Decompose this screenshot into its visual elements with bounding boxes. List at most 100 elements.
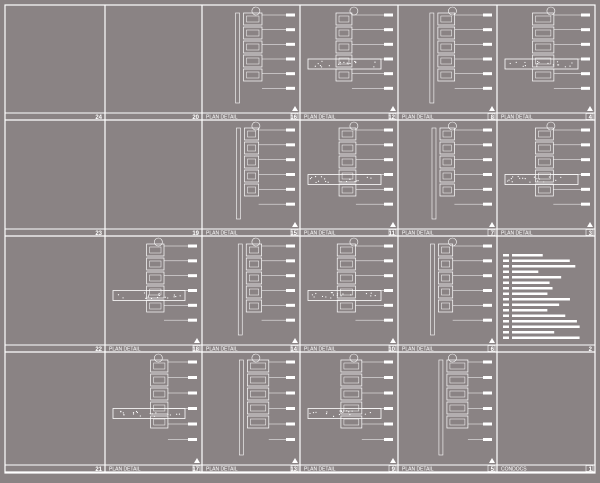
detail-number: 5	[491, 467, 495, 473]
slab-aggregate	[354, 181, 356, 183]
note-text	[286, 360, 295, 364]
slab-aggregate	[320, 66, 323, 68]
detail-number: 6	[491, 347, 495, 353]
detail-number: 20	[192, 115, 199, 121]
detail-number: 11	[389, 231, 396, 237]
detail-number: 18	[192, 347, 199, 353]
detail-block-core	[535, 15, 552, 23]
section-marker	[448, 237, 457, 247]
section-marker	[251, 121, 261, 131]
elevation-symbol	[587, 222, 593, 227]
note-text	[384, 376, 393, 379]
note-text	[483, 407, 492, 410]
detail-flashing	[431, 127, 437, 220]
slab-aggregate	[178, 413, 181, 415]
detail-block-core	[538, 172, 551, 180]
slab-aggregate	[340, 409, 342, 412]
detail-block-core	[338, 71, 350, 79]
slab-aggregate	[365, 292, 368, 295]
detail-slab	[112, 290, 186, 301]
section-marker	[349, 6, 359, 16]
detail-block	[438, 285, 454, 299]
slab-aggregate	[145, 297, 147, 300]
slab-aggregate	[524, 178, 526, 180]
slab-aggregate	[176, 413, 178, 415]
detail-block-core	[149, 274, 162, 282]
detail-block-core	[535, 71, 552, 79]
slab-aggregate	[560, 176, 562, 178]
detail-block	[335, 68, 353, 82]
slab-aggregate	[315, 292, 317, 295]
detail-block	[438, 257, 454, 271]
detail-block	[243, 68, 263, 82]
slab-aggregate	[167, 414, 169, 416]
detail-block	[146, 271, 165, 285]
detail-block	[340, 401, 363, 415]
section-marker	[251, 6, 261, 16]
slab-aggregate	[123, 414, 125, 416]
detail-cell-6: PLAN DETAIL 6	[402, 237, 496, 353]
slab-aggregate	[156, 296, 159, 299]
detail-block-core	[249, 288, 259, 296]
slab-aggregate	[369, 411, 372, 414]
slab-aggregate	[345, 180, 348, 183]
slab-aggregate	[340, 181, 342, 183]
detail-block-core	[339, 260, 353, 268]
detail-block	[335, 12, 353, 26]
slab-aggregate	[506, 180, 509, 182]
slab-aggregate	[331, 292, 334, 294]
section-marker	[448, 121, 457, 131]
detail-slab	[307, 408, 382, 419]
detail-block-core	[338, 29, 350, 37]
detail-slab	[112, 408, 186, 419]
slab-aggregate	[342, 411, 344, 413]
note-key	[503, 259, 509, 262]
detail-block	[244, 141, 259, 155]
detail-block-core	[343, 418, 360, 426]
detail-title: PLAN DETAIL	[206, 231, 238, 237]
slab-aggregate	[150, 297, 153, 300]
note-text	[512, 292, 548, 295]
slab-aggregate	[342, 293, 344, 295]
slab-aggregate	[340, 410, 343, 413]
slab-aggregate	[348, 411, 350, 413]
detail-block	[247, 387, 270, 401]
slab-aggregate	[315, 181, 317, 184]
detail-block	[245, 285, 262, 299]
detail-block	[532, 12, 555, 26]
detail-block	[243, 12, 263, 26]
slab-aggregate	[538, 178, 541, 180]
detail-block-core	[250, 390, 267, 398]
note-text	[286, 128, 295, 132]
detail-block	[146, 243, 165, 257]
detail-block-core	[535, 43, 552, 51]
detail-number: 15	[290, 231, 297, 237]
detail-block	[439, 183, 455, 197]
note-text	[286, 143, 295, 147]
detail-block	[532, 40, 555, 54]
elevation-symbol	[292, 458, 298, 463]
detail-block	[336, 299, 356, 313]
detail-block	[245, 299, 262, 313]
note-text	[286, 422, 295, 426]
detail-block-core	[449, 362, 466, 370]
detail-block	[439, 127, 455, 141]
note-text	[512, 276, 562, 279]
detail-title: PLAN DETAIL	[402, 347, 434, 353]
note-key	[503, 325, 509, 328]
detail-number: 24	[95, 115, 102, 121]
detail-slab	[504, 174, 579, 185]
detail-block	[446, 387, 469, 401]
detail-block-core	[440, 15, 452, 23]
detail-title: PLAN DETAIL	[304, 115, 336, 121]
detail-block-core	[538, 158, 551, 166]
slab-aggregate	[158, 294, 160, 296]
detail-block-core	[249, 260, 259, 268]
slab-aggregate	[515, 61, 517, 63]
note-text	[483, 158, 492, 162]
detail-flashing	[235, 12, 240, 104]
